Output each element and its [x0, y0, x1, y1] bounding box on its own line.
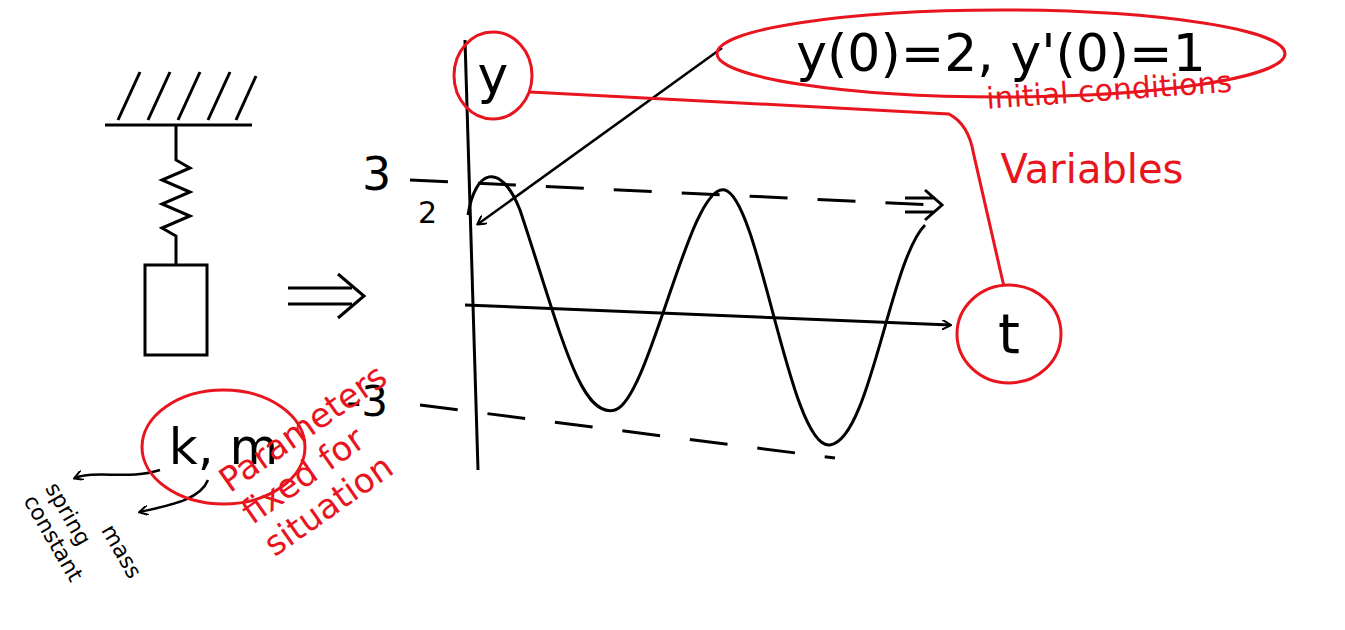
leader-line [75, 470, 160, 478]
upper-bound [410, 180, 935, 205]
edge-label: Variables [999, 146, 1186, 192]
annotation-label: mass [96, 520, 147, 583]
bound-arrow [905, 190, 942, 220]
lower-bound [420, 405, 835, 458]
oscillation-curve [468, 177, 925, 445]
node-text: y [478, 47, 509, 104]
node-text: t [998, 303, 1020, 365]
mass-block [145, 265, 207, 355]
annotation-label: 3 [362, 148, 391, 201]
ceiling [105, 72, 256, 125]
variable-circle: y [452, 30, 534, 121]
leader-arrow [478, 48, 722, 224]
spring-symbol [162, 125, 190, 265]
t-axis [465, 305, 950, 325]
annotation-label: Parameters fixed for situation [212, 325, 484, 564]
variable-circle: t [955, 283, 1063, 385]
leader-line [140, 480, 208, 512]
annotation-label: 2 [418, 196, 437, 231]
y-axis [465, 40, 478, 470]
connector-line [530, 92, 1004, 285]
implies-arrow [288, 274, 364, 318]
